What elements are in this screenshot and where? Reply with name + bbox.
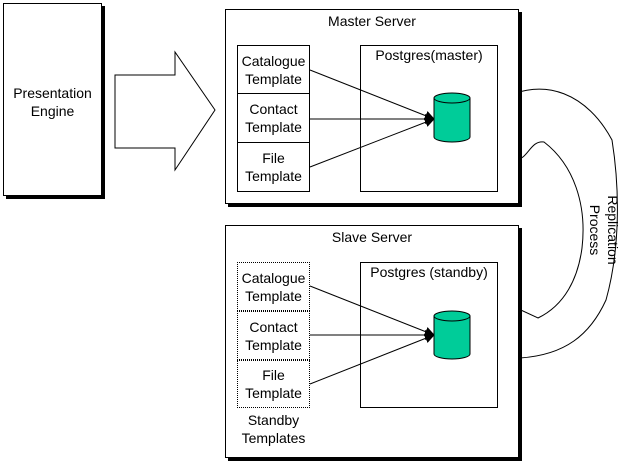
master-template-file: File Template (237, 142, 310, 192)
slave-template-contact: Contact Template (237, 311, 310, 360)
slave-template-catalogue: Catalogue Template (237, 262, 310, 311)
template-label: Contact (249, 318, 298, 335)
template-label: File (262, 150, 285, 166)
replication-arrow (499, 88, 618, 361)
slave-server-title: Slave Server (331, 229, 413, 245)
master-catalogue-connector (309, 69, 435, 121)
presentation-to-master-arrow (114, 50, 216, 172)
slave-db-label: Postgres (standby) (370, 264, 488, 280)
master-server-title: Master Server (328, 13, 416, 29)
template-label: File (262, 367, 285, 383)
template-label: Catalogue (241, 52, 306, 69)
standby-line2: Templates (241, 430, 306, 446)
template-label: Catalogue (241, 269, 306, 286)
presentation-engine-label: Presentation Engine (3, 84, 102, 120)
template-label: Template (245, 168, 302, 184)
presentation-line1: Presentation (13, 85, 92, 101)
master-template-contact: Contact Template (237, 93, 310, 143)
template-label: Template (245, 336, 302, 353)
slave-catalogue-connector (309, 285, 435, 337)
standby-line1: Standby (247, 412, 300, 428)
presentation-engine-box (3, 3, 102, 196)
template-label: Template (245, 70, 302, 87)
slave-database-icon (433, 310, 471, 360)
presentation-line2: Engine (30, 103, 75, 119)
template-label: Template (245, 119, 302, 135)
master-db-label: Postgres(master) (375, 47, 483, 63)
template-label: Contact (249, 101, 298, 117)
template-label: Template (245, 385, 302, 401)
master-database-icon (433, 92, 471, 143)
slave-file-connector (309, 333, 435, 385)
standby-templates-label: Standby Templates (227, 411, 320, 447)
template-label: Template (245, 287, 302, 304)
slave-template-file: File Template (237, 360, 310, 408)
master-file-connector (309, 117, 435, 168)
